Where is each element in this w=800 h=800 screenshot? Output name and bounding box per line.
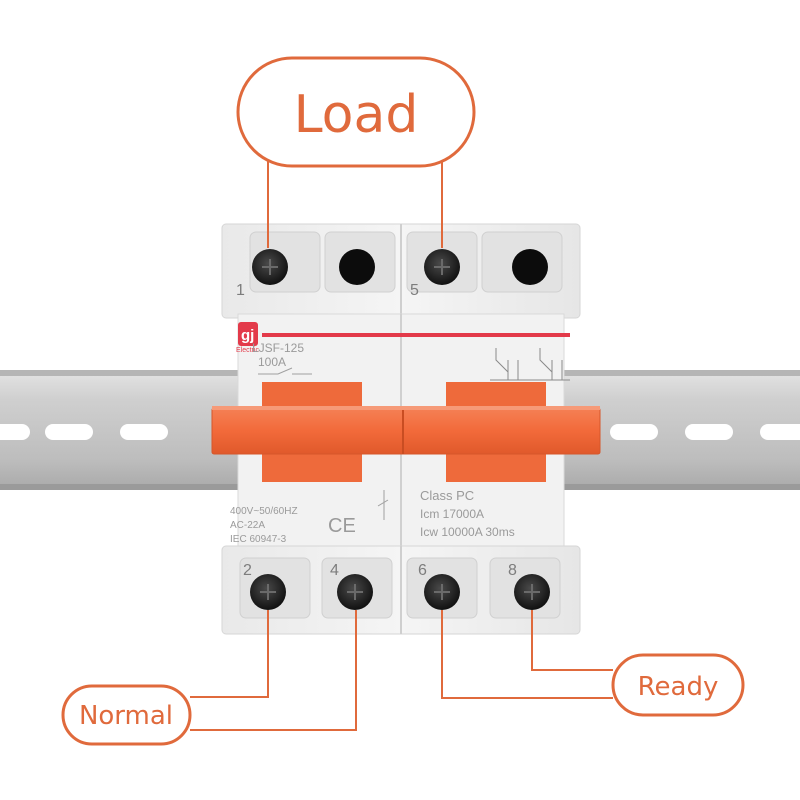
terminal-number-1: 1 <box>236 282 245 299</box>
screw-terminal-4 <box>337 574 373 610</box>
screw-terminal-1 <box>252 249 288 285</box>
normal-label: Normal <box>61 684 192 746</box>
terminal-number-6: 6 <box>418 562 427 579</box>
ready-connector-8 <box>531 610 613 671</box>
class-label: Class PC <box>420 488 474 503</box>
ready-label-text: Ready <box>638 672 719 702</box>
voltage-rating: 400V~50/60HZ <box>230 506 298 517</box>
load-label: Load <box>236 56 476 168</box>
normal-connector-4 <box>190 610 357 731</box>
terminal-number-2: 2 <box>243 562 252 579</box>
connector-lines <box>190 160 613 731</box>
terminal-number-5: 5 <box>410 282 419 299</box>
normal-label-text: Normal <box>79 701 173 731</box>
ce-mark: CE <box>328 515 356 537</box>
category-rating: AC-22A <box>230 520 265 531</box>
terminal-number-4: 4 <box>330 562 339 579</box>
ready-connector-6 <box>441 610 613 699</box>
screw-hole-top-4 <box>512 249 548 285</box>
screw-terminal-5 <box>424 249 460 285</box>
screw-terminal-8 <box>514 574 550 610</box>
normal-connector-2 <box>190 610 269 698</box>
icw-rating: Icw 10000A 30ms <box>420 525 515 539</box>
switch-symbol <box>258 367 312 375</box>
brand-logo: gj Electric <box>236 322 259 354</box>
wiring-schematic-icon <box>490 348 570 381</box>
icm-rating: Icm 17000A <box>420 507 484 521</box>
svg-text:gj: gj <box>241 327 254 344</box>
screw-terminal-2 <box>250 574 286 610</box>
model-label: LJSF-125 <box>252 341 304 355</box>
contact-symbol <box>377 490 389 520</box>
brand-stripe <box>262 333 570 337</box>
terminal-number-8: 8 <box>508 562 517 579</box>
screw-terminal-6 <box>424 574 460 610</box>
rating-label: 100A <box>258 355 286 369</box>
svg-text:Electric: Electric <box>236 347 259 354</box>
standard-rating: IEC 60947-3 <box>230 534 287 545</box>
load-label-text: Load <box>294 85 419 145</box>
screw-hole-top-2 <box>339 249 375 285</box>
ready-label: Ready <box>611 653 745 717</box>
switch-handle[interactable] <box>211 382 601 482</box>
